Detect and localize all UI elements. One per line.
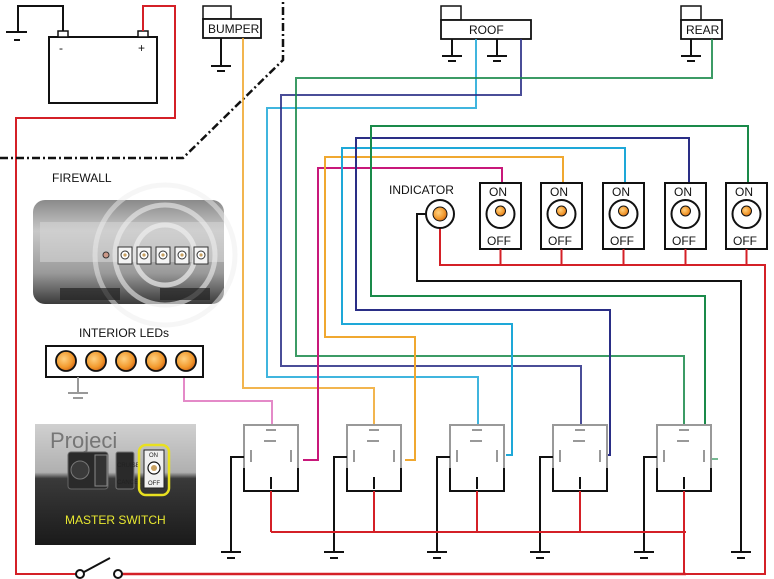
switch-lamp-icon <box>680 205 691 217</box>
master-switch-symbol <box>75 557 123 579</box>
firewall-label: FIREWALL <box>52 171 112 185</box>
master-on-label: ON <box>149 453 158 459</box>
relay-ground-wire <box>643 456 657 552</box>
battery-positive-wire <box>15 5 176 575</box>
switch-off-label: OFF <box>487 234 511 248</box>
wire-switch5-green <box>370 125 749 460</box>
relay-ground-wire <box>436 456 450 552</box>
wire-roof-cyan <box>266 39 479 425</box>
switch-1[interactable]: ON OFF <box>479 182 522 250</box>
indicator-label: INDICATOR <box>389 183 454 197</box>
relay-ground-wire <box>230 456 244 552</box>
relay-3 <box>449 424 505 492</box>
relay-5 <box>656 424 712 492</box>
switch-lamp-icon <box>741 205 752 217</box>
interior-led-icon <box>145 350 167 372</box>
battery-positive-label: + <box>138 41 145 55</box>
master-off-label: OFF <box>148 481 160 487</box>
interior-led-icon <box>175 350 197 372</box>
firewall-photo <box>33 182 238 328</box>
switch-on-label: ON <box>735 185 753 199</box>
battery-ground-wire <box>17 5 64 32</box>
switch-off-label: OFF <box>610 234 634 248</box>
battery: - + <box>48 30 158 104</box>
switch-off-label: OFF <box>548 234 572 248</box>
battery-negative-label: - <box>59 41 63 55</box>
wire-interior-leds <box>183 377 273 425</box>
relay-ground-wire <box>539 456 553 552</box>
interior-led-bar <box>45 345 204 399</box>
switch-on-label: ON <box>489 185 507 199</box>
wire-switch1-magenta <box>303 167 503 461</box>
cruise-label: CRUISE <box>117 463 140 469</box>
wire-switch-power-bus <box>439 228 766 575</box>
cancel-label: CANCEL <box>117 480 142 486</box>
switch-off-label: OFF <box>672 234 696 248</box>
relay-ground-wire <box>333 456 347 552</box>
switch-2[interactable]: ON OFF <box>540 182 583 250</box>
indicator-light <box>425 199 455 229</box>
load-rear: REAR <box>680 5 723 62</box>
wire-rear-green <box>295 39 713 425</box>
roof-label: ROOF <box>469 23 504 37</box>
relay-1 <box>243 424 299 492</box>
interior-led-icon <box>85 350 107 372</box>
switch-lamp-icon <box>618 205 629 217</box>
relay-2 <box>346 424 402 492</box>
interior-led-icon <box>115 350 137 372</box>
interior-led-icon <box>55 350 77 372</box>
switch-lamp-icon <box>556 205 567 217</box>
switch-off-label: OFF <box>733 234 757 248</box>
ground-symbol <box>6 31 27 41</box>
wire-roof-navy <box>280 39 582 425</box>
switch-on-label: ON <box>674 185 692 199</box>
ground-symbol <box>731 551 751 559</box>
load-roof: ROOF <box>440 5 532 62</box>
master-switch-label: MASTER SWITCH <box>65 513 166 527</box>
switch-on-label: ON <box>550 185 568 199</box>
relay-4 <box>552 424 608 492</box>
master-switch-photo: Projeci CRUISE CANCEL ON OFF MASTER SWIT… <box>35 424 196 545</box>
wire-indicator-ground <box>416 213 742 552</box>
wire-switch4-navy <box>355 137 690 456</box>
switch-on-label: ON <box>612 185 630 199</box>
wire-bumper-orange <box>242 38 375 425</box>
svg-text:Projeci: Projeci <box>50 428 117 453</box>
switch-3[interactable]: ON OFF <box>602 182 645 250</box>
rear-label: REAR <box>686 23 720 37</box>
firewall-line <box>0 0 285 160</box>
switch-4[interactable]: ON OFF <box>664 182 707 250</box>
load-bumper: BUMPER <box>202 5 262 72</box>
bumper-label: BUMPER <box>208 22 260 36</box>
switch-lamp-icon <box>495 205 506 217</box>
interior-leds-label: INTERIOR LEDs <box>79 326 169 340</box>
wire-switch2-orange <box>324 156 564 461</box>
wire-switch3-cyan <box>341 147 626 456</box>
switch-5[interactable]: ON OFF <box>725 182 768 250</box>
